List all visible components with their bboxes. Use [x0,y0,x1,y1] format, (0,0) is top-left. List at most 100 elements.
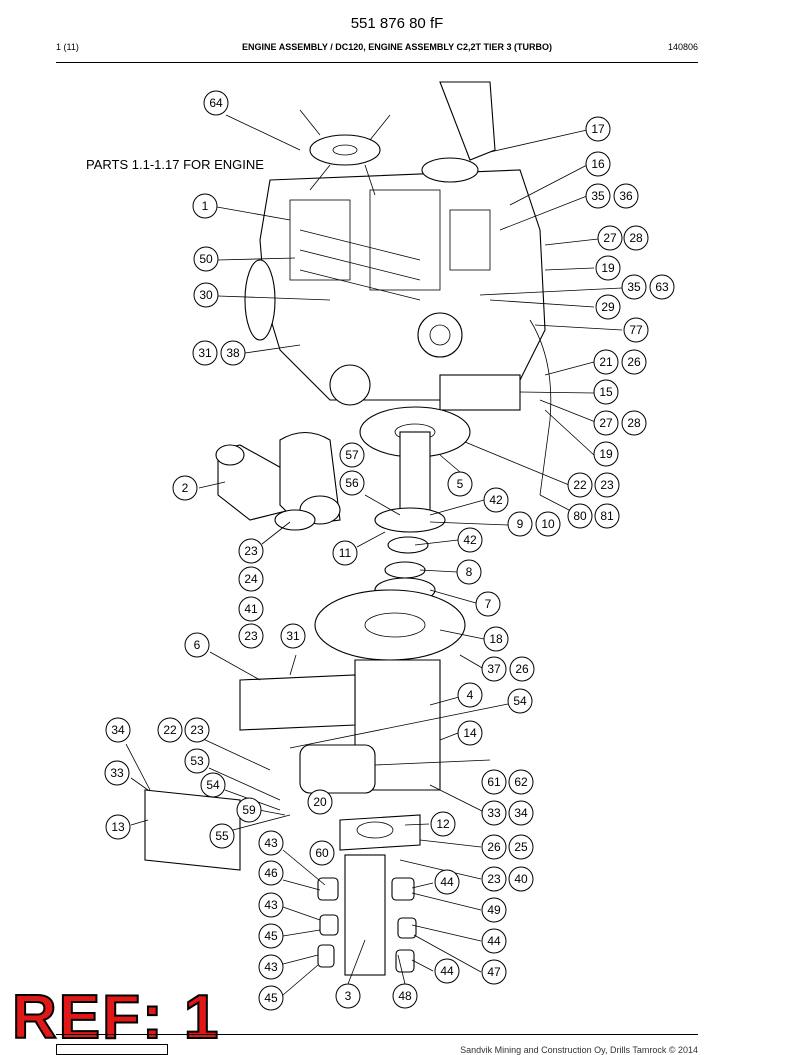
callout-label: 23 [244,544,258,558]
callout-label: 54 [206,778,220,792]
callout-label: 80 [573,509,587,523]
callout-26: 26 [621,349,647,375]
callout-24: 24 [238,566,264,592]
callout-11: 11 [332,540,358,566]
callout-80: 80 [567,503,593,529]
callout-label: 33 [487,806,501,820]
air-filter-drawing [215,431,341,531]
coupling-drawing [144,406,491,976]
callout-16: 16 [585,151,611,177]
callout-label: 8 [466,565,473,579]
callout-label: 42 [463,533,477,547]
callout-label: 13 [111,820,125,834]
engine-drawing [244,81,552,496]
callout-49: 49 [481,897,507,923]
footer-copyright: Sandvik Mining and Construction Oy, Dril… [460,1045,698,1055]
callout-label: 41 [244,602,258,616]
callout-27: 27 [597,225,623,251]
callout-44: 44 [434,958,460,984]
callout-21: 21 [593,349,619,375]
callout-label: 43 [264,898,278,912]
callout-25: 25 [508,834,534,860]
callout-label: 17 [591,122,605,136]
callout-55: 55 [209,823,235,849]
callout-label: 55 [215,829,229,843]
callout-23: 23 [238,623,264,649]
callout-label: 12 [436,817,450,831]
callout-label: 19 [599,447,613,461]
callout-label: 28 [629,231,643,245]
callout-label: 3 [345,989,352,1003]
callout-2: 2 [172,475,198,501]
callout-31: 31 [192,340,218,366]
leader-lines [125,114,623,996]
callout-54: 54 [507,688,533,714]
document-code: 140806 [667,42,698,52]
callout-label: 45 [264,991,278,1005]
ref-stamp: REF: 1 [11,982,221,1053]
page-indicator: 1 (11) [56,42,79,52]
callout-27: 27 [593,410,619,436]
callout-label: 35 [627,280,641,294]
callout-23: 23 [184,717,210,743]
callout-33: 33 [481,800,507,826]
callout-label: 23 [600,478,614,492]
footer-rule [56,1034,698,1035]
callout-label: 63 [655,280,669,294]
callout-label: 77 [629,323,643,337]
callout-19: 19 [595,255,621,281]
callout-45: 45 [258,923,284,949]
callout-label: 43 [264,960,278,974]
callout-18: 18 [483,626,509,652]
callout-label: 56 [345,476,359,490]
callout-label: 50 [199,252,213,266]
callout-label: 49 [487,903,501,917]
callout-label: 22 [573,478,587,492]
callout-label: 21 [599,355,613,369]
callout-label: 59 [242,803,256,817]
callout-label: 2 [182,481,189,495]
callout-label: 43 [264,836,278,850]
callout-label: 60 [315,846,329,860]
callout-label: 6 [194,638,201,652]
callout-41: 41 [238,596,264,622]
callout-8: 8 [456,559,482,585]
callout-label: 10 [541,517,555,531]
callout-label: 31 [286,629,300,643]
callout-label: 42 [489,493,503,507]
callout-label: 23 [190,723,204,737]
callout-45: 45 [258,985,284,1011]
callout-34: 34 [508,800,534,826]
callout-20: 20 [307,789,333,815]
callout-17: 17 [585,116,611,142]
callout-label: 23 [244,629,258,643]
callout-22: 22 [567,472,593,498]
callout-44: 44 [481,928,507,954]
callout-60: 60 [309,840,335,866]
callout-label: 30 [199,288,213,302]
callout-label: 26 [627,355,641,369]
callout-37: 37 [481,656,507,682]
callout-77: 77 [623,317,649,343]
callout-label: 24 [244,572,258,586]
company-logo [56,1044,168,1055]
document-number: 551 876 80 fF [350,15,444,32]
callout-label: 9 [517,517,524,531]
callout-28: 28 [623,225,649,251]
callout-62: 62 [508,769,534,795]
callout-label: 14 [463,726,477,740]
callout-40: 40 [508,866,534,892]
callout-label: 11 [339,546,352,560]
callout-14: 14 [457,720,483,746]
callout-7: 7 [475,591,501,617]
page-title: ENGINE ASSEMBLY / DC120, ENGINE ASSEMBLY… [242,42,552,52]
callout-43: 43 [258,892,284,918]
callout-label: 40 [514,872,528,886]
callout-64: 64 [203,90,229,116]
parts-note: PARTS 1.1-1.17 FOR ENGINE [86,157,264,172]
callout-19: 19 [593,441,619,467]
callout-36: 36 [613,183,639,209]
callout-label: 1 [202,199,209,213]
